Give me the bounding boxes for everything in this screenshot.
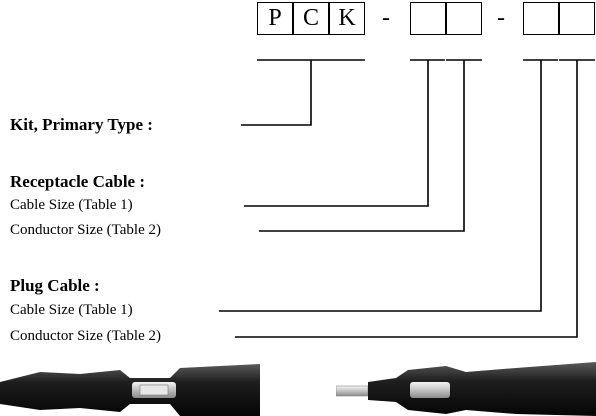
receptacle-cable-heading: Receptacle Cable :: [10, 172, 146, 191]
receptacle-conductor-size-label: Conductor Size (Table 2): [10, 222, 161, 238]
code-box-6: [523, 2, 559, 35]
leader-kit-primary-type: [241, 60, 312, 126]
code-box-3: K: [329, 2, 365, 35]
plug-cable-size-label: Cable Size (Table 1): [10, 302, 133, 318]
plug-cable-photo: [336, 362, 596, 416]
kit-primary-type-label: Kit, Primary Type :: [10, 115, 153, 134]
code-separator-2: -: [497, 5, 505, 31]
plug-cable-heading: Plug Cable :: [10, 276, 100, 295]
receptacle-cable-photo: [0, 364, 260, 416]
code-box-4: [410, 2, 446, 35]
leader-plug-conductor-size: [235, 60, 578, 338]
leader-plug-cable-size: [219, 60, 542, 312]
leader-receptacle-conductor-size: [259, 60, 465, 232]
plug-conductor-size-label: Conductor Size (Table 2): [10, 328, 161, 344]
code-box-7: [559, 2, 595, 35]
code-box-5: [446, 2, 482, 35]
code-separator-1: -: [382, 5, 390, 31]
receptacle-cable-size-label: Cable Size (Table 1): [10, 197, 133, 213]
code-box-2: C: [293, 2, 329, 35]
code-box-1: P: [257, 2, 293, 35]
leader-receptacle-cable-size: [244, 60, 429, 207]
